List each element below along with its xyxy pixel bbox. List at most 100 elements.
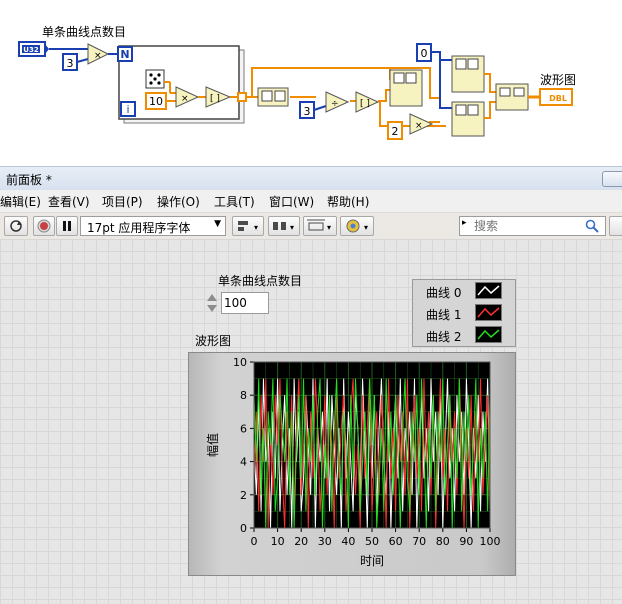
bd-i-terminal: i bbox=[120, 101, 136, 117]
bd-multiply-1[interactable]: × bbox=[87, 43, 110, 65]
y-tick-label: 6 bbox=[240, 422, 247, 435]
bd-array-subset-3[interactable] bbox=[451, 101, 485, 137]
bd-const-3b[interactable]: 3 bbox=[299, 101, 315, 119]
bd-n-terminal: N bbox=[117, 46, 133, 62]
resize-icon: ▾ bbox=[307, 219, 331, 232]
plot-border bbox=[253, 361, 491, 529]
bd-build-array[interactable] bbox=[495, 83, 529, 111]
bd-const-2[interactable]: 2 bbox=[387, 121, 403, 140]
x-tick-label: 10 bbox=[271, 535, 285, 548]
search-arrow-icon: ▸ bbox=[462, 218, 467, 228]
legend-item[interactable]: 曲线 0 bbox=[413, 280, 515, 302]
x-tick-label: 80 bbox=[436, 535, 450, 548]
font-select-value: 17pt 应用程序字体 bbox=[87, 221, 191, 235]
const-0-text: 0 bbox=[421, 47, 428, 60]
x-tick-label: 60 bbox=[389, 535, 403, 548]
const-2-text: 2 bbox=[392, 125, 399, 138]
bd-label-graph: 波形图 bbox=[540, 73, 576, 87]
x-tick-label: 0 bbox=[251, 535, 258, 548]
bd-array-subset-1[interactable] bbox=[389, 69, 423, 107]
help-button[interactable] bbox=[609, 216, 622, 236]
bd-const-10[interactable]: 10 bbox=[145, 92, 167, 110]
abort-button[interactable] bbox=[33, 216, 55, 236]
legend-name: 曲线 0 bbox=[426, 286, 462, 300]
bd-divide[interactable]: ÷ bbox=[325, 91, 350, 113]
y-tick-label: 2 bbox=[240, 489, 247, 502]
legend-name: 曲线 2 bbox=[426, 330, 462, 344]
x-tick-label: 90 bbox=[459, 535, 473, 548]
bd-array-subset-2[interactable] bbox=[451, 55, 485, 93]
align-objects-button[interactable]: ▾ bbox=[232, 216, 264, 236]
bd-dbl-terminal[interactable]: DBL bbox=[539, 88, 573, 106]
search-icon[interactable] bbox=[585, 219, 599, 233]
chevron-down-icon: ▼ bbox=[214, 219, 221, 229]
y-tick-label: 10 bbox=[233, 356, 247, 369]
bd-multiply-2[interactable]: × bbox=[175, 86, 200, 108]
svg-text:▾: ▾ bbox=[327, 223, 331, 232]
menu-project[interactable]: 项目(P) bbox=[102, 195, 143, 209]
pause-icon bbox=[63, 221, 71, 231]
svg-text:÷: ÷ bbox=[331, 99, 339, 109]
pause-button[interactable] bbox=[56, 216, 78, 236]
series-line-2 bbox=[253, 378, 491, 529]
resize-objects-button[interactable]: ▾ bbox=[303, 216, 337, 236]
menu-bar: 编辑(E) 查看(V) 项目(P) 操作(O) 工具(T) 窗口(W) 帮助(H… bbox=[0, 190, 622, 212]
minimize-button[interactable] bbox=[602, 171, 622, 187]
legend-swatch-2 bbox=[475, 326, 502, 343]
menu-help[interactable]: 帮助(H) bbox=[327, 195, 370, 209]
y-axis-label: 幅值 bbox=[205, 433, 220, 457]
toolbar: 17pt 应用程序字体 ▼ ▾ ▾ ▾ ▾ ▸ bbox=[0, 212, 622, 241]
svg-text:▾: ▾ bbox=[364, 223, 368, 232]
bd-round-func[interactable]: [ ] bbox=[205, 86, 232, 108]
bd-random-dice-icon[interactable] bbox=[145, 69, 165, 89]
menu-operate[interactable]: 操作(O) bbox=[157, 195, 200, 209]
x-tick-label: 20 bbox=[294, 535, 308, 548]
bd-round-func-2[interactable]: [ ] bbox=[355, 91, 380, 113]
run-continuously-button[interactable] bbox=[4, 216, 28, 236]
legend-name: 曲线 1 bbox=[426, 308, 462, 322]
legend-swatch-1 bbox=[475, 304, 502, 321]
y-tick-label: 4 bbox=[240, 456, 247, 469]
u32-text: U32 bbox=[23, 46, 39, 54]
svg-text:×: × bbox=[94, 51, 102, 61]
bd-multiply-3[interactable]: × bbox=[409, 113, 434, 135]
legend-item[interactable]: 曲线 2 bbox=[413, 324, 515, 346]
font-select[interactable]: 17pt 应用程序字体 ▼ bbox=[80, 216, 226, 236]
bd-label-points: 单条曲线点数目 bbox=[42, 24, 126, 39]
plot-legend[interactable]: 曲线 0 曲线 1 曲线 2 bbox=[412, 279, 516, 347]
x-axis-label: 时间 bbox=[360, 554, 384, 568]
bd-const-3a[interactable]: 3 bbox=[62, 53, 78, 71]
reorder-icon: ▾ bbox=[346, 219, 368, 233]
distribute-objects-button[interactable]: ▾ bbox=[268, 216, 300, 236]
increment-decrement-arrows[interactable] bbox=[205, 292, 219, 314]
i-text: i bbox=[126, 103, 129, 116]
y-tick-label: 0 bbox=[240, 522, 247, 535]
bd-u32-terminal[interactable]: U32 bbox=[18, 41, 49, 57]
menu-view[interactable]: 查看(V) bbox=[48, 195, 90, 209]
window-titlebar[interactable]: 前面板 * bbox=[0, 166, 622, 191]
abort-icon bbox=[37, 219, 51, 233]
bd-for-loop[interactable] bbox=[118, 45, 245, 124]
svg-text:[ ]: [ ] bbox=[210, 94, 220, 104]
legend-item[interactable]: 曲线 1 bbox=[413, 302, 515, 324]
menu-tools[interactable]: 工具(T) bbox=[214, 195, 255, 209]
x-tick-label: 70 bbox=[412, 535, 426, 548]
block-diagram: 单条曲线点数目 U32 3 × N bbox=[0, 0, 622, 160]
search-input[interactable] bbox=[474, 218, 584, 234]
svg-text:▾: ▾ bbox=[290, 223, 294, 232]
menu-window[interactable]: 窗口(W) bbox=[269, 195, 315, 209]
numeric-value: 100 bbox=[224, 296, 247, 310]
menu-edit[interactable]: 编辑(E) bbox=[0, 195, 41, 209]
bd-const-0[interactable]: 0 bbox=[416, 43, 432, 62]
window-title: 前面板 * bbox=[6, 173, 52, 187]
bd-array-func-1[interactable] bbox=[257, 87, 289, 107]
numeric-control[interactable]: 100 bbox=[221, 292, 269, 314]
y-tick-label: 8 bbox=[240, 389, 247, 402]
legend-swatch-0 bbox=[475, 282, 502, 299]
search-box: ▸ bbox=[459, 216, 606, 236]
reorder-button[interactable]: ▾ bbox=[340, 216, 374, 236]
distribute-icon: ▾ bbox=[273, 222, 294, 232]
block-diagram-canvas: 单条曲线点数目 U32 3 × N bbox=[18, 24, 576, 140]
n-text: N bbox=[120, 48, 129, 61]
